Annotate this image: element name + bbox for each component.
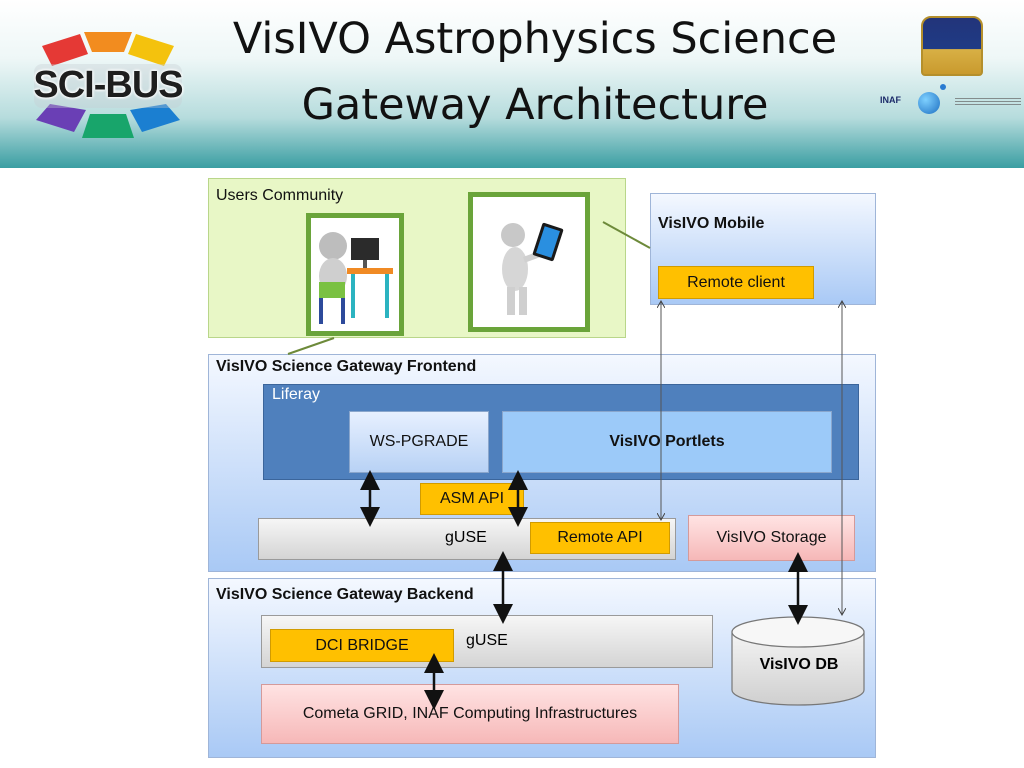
page-title: VisIVO Astrophysics Science Gateway Arch… — [232, 14, 838, 130]
header-banner — [0, 0, 1024, 168]
tablet-to-mobile-connector — [602, 221, 651, 249]
ws-pgrade-box: WS-PGRADE — [349, 411, 489, 473]
tablet-user-icon — [501, 222, 564, 315]
visivo-db-label: VisIVO DB — [759, 656, 839, 673]
inaf-logo-icon — [918, 92, 940, 114]
backend-label: VisIVO Science Gateway Backend — [216, 586, 474, 603]
liferay-label: Liferay — [272, 386, 321, 403]
sci-bus-logo-text: SCI-BUS — [33, 64, 183, 106]
inaf-logo-dot-icon — [940, 84, 946, 90]
visivo-db-cylinder-icon — [731, 616, 865, 706]
asm-api-box: ASM API — [420, 483, 524, 515]
visivo-mobile-label: VisIVO Mobile — [658, 215, 765, 232]
inaf-logo-caption-lines — [955, 98, 1021, 106]
remote-api-box: Remote API — [530, 522, 670, 554]
guse-frontend-label: gUSE — [445, 529, 487, 546]
frontend-label: VisIVO Science Gateway Frontend — [216, 358, 477, 375]
visivo-portlets-box: VisIVO Portlets — [502, 411, 832, 473]
users-to-frontend-connector — [287, 337, 335, 355]
remote-client-box: Remote client — [658, 266, 814, 299]
cometa-grid-box: Cometa GRID, INAF Computing Infrastructu… — [261, 684, 679, 744]
desktop-user-frame — [306, 213, 404, 336]
sci-bus-logo — [34, 32, 182, 138]
observatory-badge-icon — [921, 16, 983, 76]
dci-bridge-box: DCI BRIDGE — [270, 629, 454, 662]
guse-backend-label: gUSE — [466, 632, 508, 649]
tablet-user-frame — [468, 192, 590, 332]
users-community-label: Users Community — [216, 187, 344, 204]
desktop-user-icon — [319, 232, 393, 324]
inaf-logo-text: INAF — [880, 95, 901, 105]
visivo-storage-box: VisIVO Storage — [688, 515, 855, 561]
